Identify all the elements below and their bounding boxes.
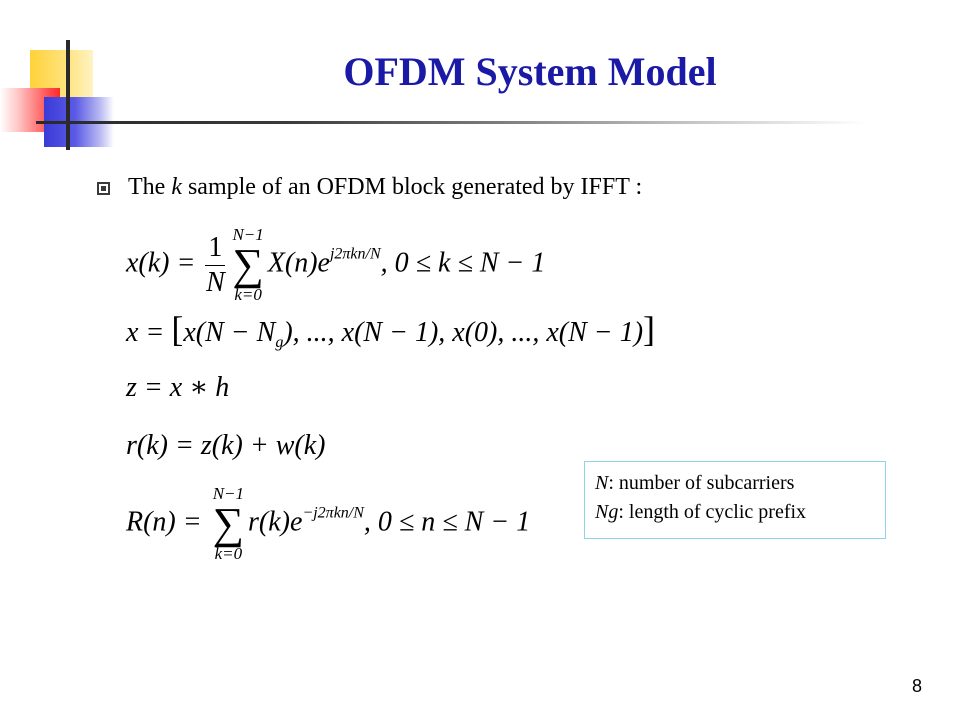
note-text-ng: : length of cyclic prefix [618,501,807,523]
eq5-condition: , 0 ≤ n ≤ N − 1 [363,506,531,538]
bullet-prefix: The [128,174,172,200]
sigma-icon: ∑ [232,240,264,289]
eq2-subscript: g [275,334,284,351]
bullet-variable-k: k [171,174,182,200]
eq1-term: X(n)e [267,247,330,279]
note-line-n: N: number of subcarriers [595,469,875,498]
eq1-lhs: x(k) = [126,247,203,279]
eq2-open-bracket: [ [171,309,184,349]
eq1-frac-den: N [206,266,225,298]
page-title: OFDM System Model [343,49,717,94]
note-var-ng: Ng [595,501,619,523]
page-number: 8 [912,676,923,696]
eq2-first-term: x(N − N [183,317,276,348]
eq2-rest: ), ..., x(N − 1), x(0), ..., x(N − 1) [283,317,644,348]
note-text-n: : number of subcarriers [608,472,795,494]
eq2-lhs: x = [126,317,172,348]
eq1-exponent: j2πkn/N [329,245,381,263]
eq5-term: r(k)e [248,506,303,538]
decorative-vertical-line [66,40,70,150]
bullet-suffix: sample of an OFDM block generated by IFF… [181,174,643,200]
eq1-sum-lower: k=0 [234,285,262,304]
eq2-close-bracket: ] [643,309,656,349]
note-var-n: N [595,472,609,494]
eq5-sum-lower: k=0 [214,544,243,563]
eq5-sum-upper: N−1 [212,484,244,503]
equation-cyclic-prefix: x = [x(N − Ng), ..., x(N − 1), x(0), ...… [126,308,656,351]
eq5-summation: N−1∑k=0 [213,484,244,564]
title-underline [36,121,866,124]
bullet-square-icon [97,182,110,195]
eq1-summation: N−1∑k=0 [232,225,263,305]
equation-received-signal: r(k) = z(k) + w(k) [126,430,326,461]
definition-note-box: N: number of subcarriers Ng: length of c… [584,461,886,539]
equation-convolution: z = x ∗ h [126,372,230,403]
eq1-condition: , 0 ≤ k ≤ N − 1 [380,247,546,279]
eq5-lhs: R(n) = [126,506,209,538]
eq1-sum-upper: N−1 [232,225,264,244]
eq1-frac-num: 1 [205,231,226,266]
sigma-icon: ∑ [212,499,245,548]
note-line-ng: Ng: length of cyclic prefix [595,498,875,527]
bullet-text: The k sample of an OFDM block generated … [128,174,642,201]
eq5-exponent: −j2πkn/N [302,504,364,522]
